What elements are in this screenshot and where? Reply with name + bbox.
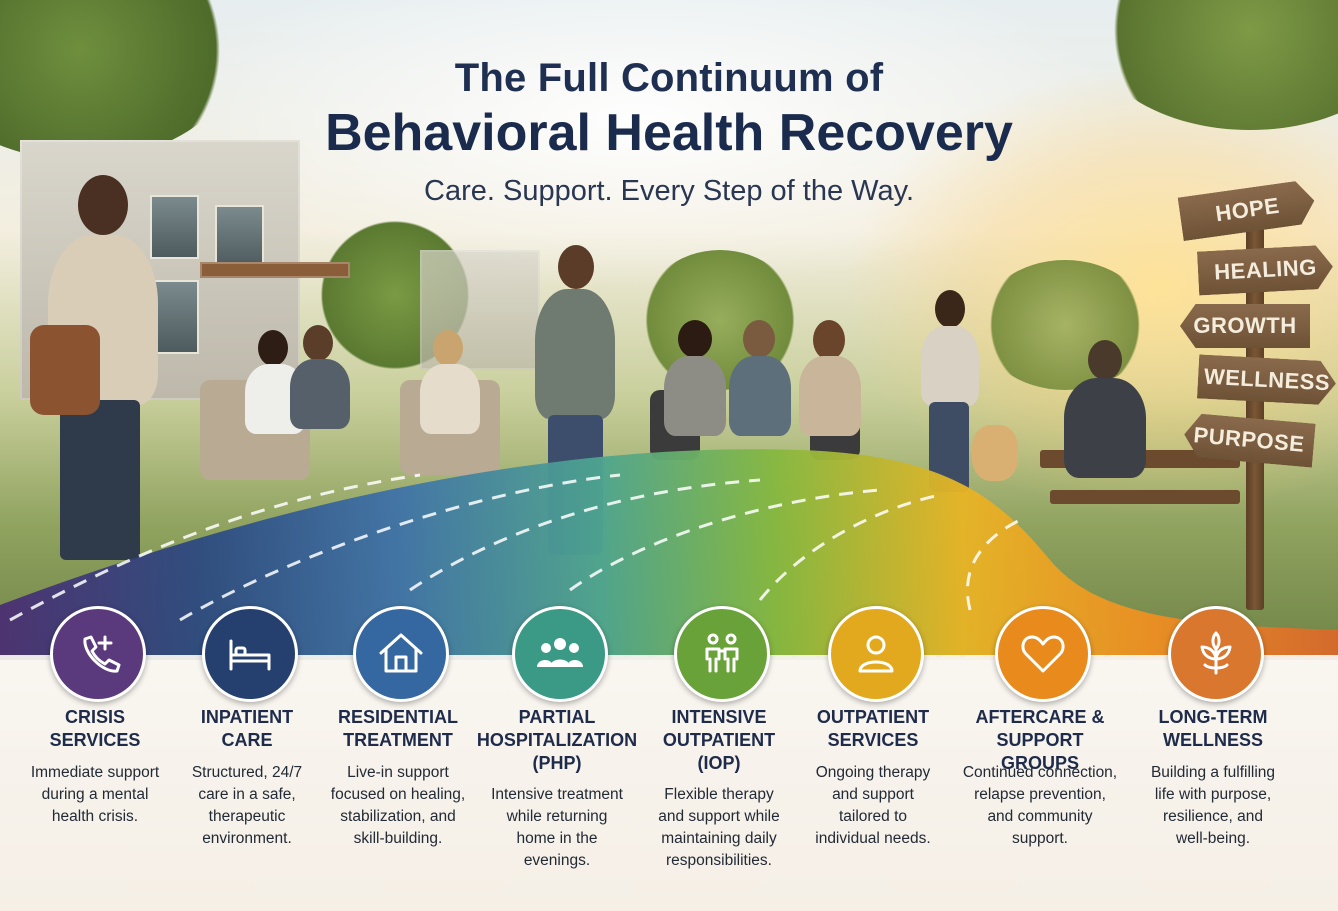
step-circle xyxy=(828,606,924,702)
step-desc-line: Structured, 24/7 xyxy=(191,764,303,781)
step-title-line: SERVICES xyxy=(49,730,141,750)
step-title-line: OUTPATIENT xyxy=(816,707,930,727)
building-window xyxy=(150,280,199,354)
woman-with-bag xyxy=(30,175,180,575)
step-desc-line: Continued connection, xyxy=(962,764,1118,781)
dog xyxy=(972,415,1022,495)
continuum-steps: CRISIS SERVICES Immediate support during… xyxy=(0,600,1338,911)
step-desc-line: care in a safe, xyxy=(198,786,296,803)
step-desc-line: home in the xyxy=(516,830,598,847)
step-circle xyxy=(353,606,449,702)
step-desc-line: Building a fulfilling xyxy=(1150,764,1276,781)
step-title-line: AFTERCARE & xyxy=(975,707,1105,727)
step-circle xyxy=(674,606,770,702)
pathway-dash xyxy=(409,478,761,592)
step-desc-line: well-being. xyxy=(1175,830,1251,847)
seated-person xyxy=(795,320,865,470)
seated-person xyxy=(660,320,730,470)
pathway-dash xyxy=(9,473,421,622)
step-title-line: SUPPORT GROUPS xyxy=(996,730,1084,773)
step-desc-line: Flexible therapy xyxy=(664,786,774,803)
step-desc-line: tailored to xyxy=(838,808,908,825)
building-window xyxy=(215,205,264,269)
step-title-line: INPATIENT xyxy=(200,707,294,727)
step-desc-line: evenings. xyxy=(523,852,591,869)
step-desc-line: skill-building. xyxy=(353,830,443,847)
step-desc-line: relapse prevention, xyxy=(974,786,1106,803)
step-title-line: (IOP) xyxy=(697,753,741,773)
step-title-line: HOSPITALIZATION xyxy=(476,730,638,750)
step-desc-line: responsibilities. xyxy=(666,852,772,869)
page-title-line2: Behavioral Health Recovery xyxy=(325,104,1013,162)
step-desc-line: Ongoing therapy xyxy=(815,764,931,781)
step-title-line: OUTPATIENT xyxy=(662,730,776,750)
steps-background xyxy=(0,655,1338,911)
step-desc-line: during a mental xyxy=(41,786,149,803)
building-window xyxy=(150,195,199,259)
step-title-line: RESIDENTIAL xyxy=(337,707,458,727)
step-title-line: SERVICES xyxy=(827,730,919,750)
step-desc-line: Intensive treatment xyxy=(491,786,623,803)
step-desc-line: individual needs. xyxy=(815,830,931,847)
heart-icon xyxy=(1021,635,1065,673)
step-desc-line: while returning xyxy=(506,808,608,825)
continuum-pathway xyxy=(0,449,1338,660)
step-circle xyxy=(995,606,1091,702)
step-title-line: LONG-TERM xyxy=(1158,707,1268,727)
person-icon xyxy=(858,635,894,673)
step-desc-line: resilience, and xyxy=(1163,808,1263,825)
step-desc-line: therapeutic xyxy=(208,808,286,825)
phone-plus-icon xyxy=(83,635,121,673)
man-on-bench xyxy=(1060,340,1150,520)
step-circle xyxy=(202,606,298,702)
pathway-band xyxy=(0,449,1338,660)
step-desc-line: life with purpose, xyxy=(1154,786,1272,803)
step-title-line: INTENSIVE xyxy=(671,707,767,727)
step-desc-line: support. xyxy=(1011,830,1068,847)
park-bench xyxy=(1050,490,1240,504)
step-desc-line: focused on healing, xyxy=(330,786,466,803)
seated-person xyxy=(415,330,485,460)
step-desc-line: stabilization, and xyxy=(340,808,456,825)
step-desc-line: Immediate support xyxy=(30,764,160,781)
step-desc-line: maintaining daily xyxy=(661,830,777,847)
page-subtitle: Care. Support. Every Step of the Way. xyxy=(424,175,914,207)
pathway-dash xyxy=(758,493,941,601)
house-icon xyxy=(379,633,423,673)
pathway-dash xyxy=(179,473,621,622)
sign-growth: GROWTH xyxy=(1180,304,1310,348)
pathway-dash xyxy=(965,518,1021,611)
pergola xyxy=(200,262,350,278)
step-desc-line: environment. xyxy=(202,830,292,847)
tree-mid-3 xyxy=(980,260,1150,390)
step-desc-line: health crisis. xyxy=(51,808,139,825)
step-desc-line: Live-in support xyxy=(347,764,449,781)
woman-walking-dog xyxy=(915,290,985,500)
step-circle xyxy=(50,606,146,702)
step-title-line: CRISIS xyxy=(64,707,125,727)
seated-person xyxy=(725,320,795,470)
step-desc-line: and community xyxy=(987,808,1093,825)
bed-icon xyxy=(229,639,271,671)
step-desc-line: and support xyxy=(832,786,914,803)
step-title-line: TREATMENT xyxy=(343,730,453,750)
pathway-dash xyxy=(569,488,881,592)
page-title-line1: The Full Continuum of xyxy=(454,56,884,100)
step-title-line: (PHP) xyxy=(532,753,582,773)
step-desc-line: and support while xyxy=(658,808,780,825)
two-people-icon xyxy=(705,633,739,673)
seated-person xyxy=(285,325,355,455)
group-icon xyxy=(537,638,583,667)
step-title-line: PARTIAL xyxy=(518,707,596,727)
sprout-icon xyxy=(1200,631,1232,675)
step-circle xyxy=(512,606,608,702)
step-title-line: CARE xyxy=(221,730,273,750)
step-circle xyxy=(1168,606,1264,702)
sign-healing: HEALING xyxy=(1197,244,1334,295)
step-title-line: WELLNESS xyxy=(1162,730,1263,750)
